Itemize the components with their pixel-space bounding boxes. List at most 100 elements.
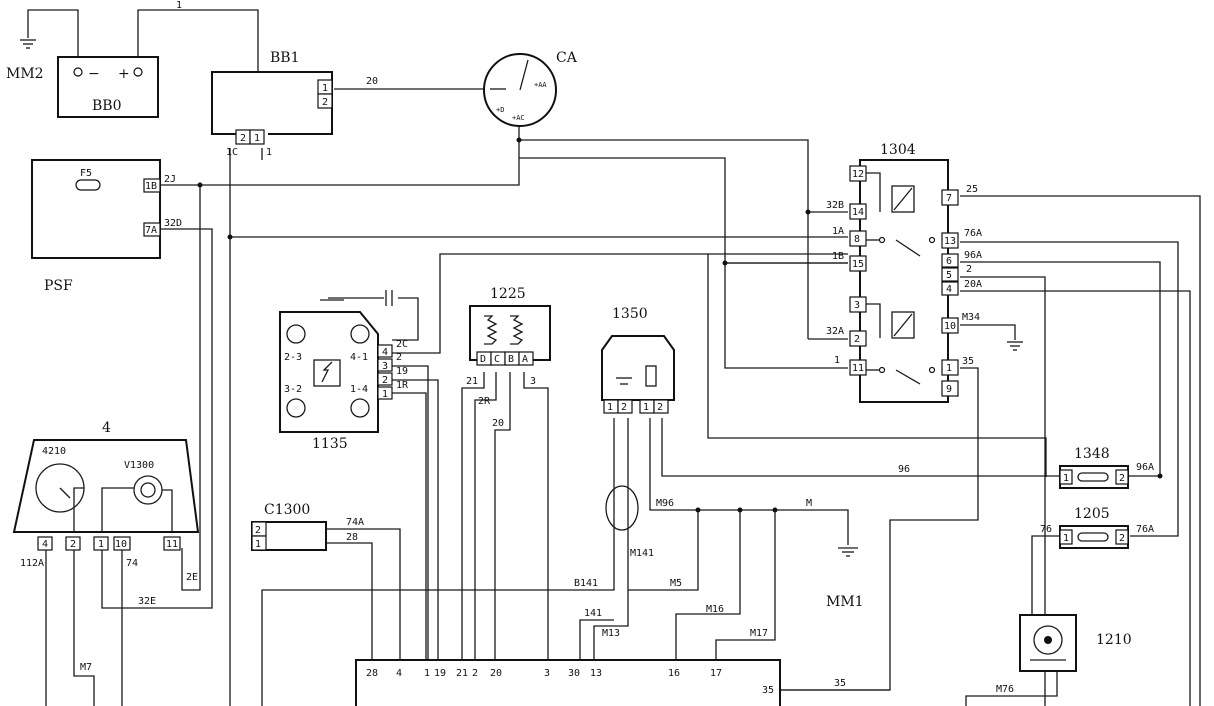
label-components-relay1304-left_pins-4: 3	[854, 300, 860, 311]
label-wires-w20A: 20A	[964, 279, 982, 290]
label-components-bb1-pins-2: 2	[240, 133, 246, 144]
label-wires-w1A: 1A	[832, 226, 844, 237]
label-components-cluster4-gauge: 4210	[42, 446, 66, 457]
label-components-relay1304-right_pins-1: 13	[944, 236, 956, 247]
label-components-c1300-pins-1: 1	[255, 539, 261, 550]
label-wires-w25: 25	[966, 184, 978, 195]
label-components-relay1304-right_pins-6: 1	[946, 363, 952, 374]
label-components-ecu-pins-3: 19	[434, 668, 446, 679]
label-components-cluster4-pins-3: 10	[115, 539, 127, 550]
label-wires-w141: 141	[584, 608, 602, 619]
label-components-relay1304-left_pins-5: 2	[854, 334, 860, 345]
label-components-relay1304-left_pins-2: 8	[854, 234, 860, 245]
label-wires-w21: 21	[466, 376, 478, 387]
ground-m34	[1007, 341, 1023, 351]
label-components-c1135-plugs-2: 3-2	[284, 384, 302, 395]
component-bb1: 1 2 2 1 BB1 1C 1	[211, 50, 333, 158]
label-components-cluster4-pins-1: 2	[70, 539, 76, 550]
label-components-c1300-wires-1: 28	[346, 532, 358, 543]
label-components-c1300-pins-0: 2	[255, 525, 261, 536]
label-components-c1135-pins-2: 2	[382, 375, 388, 386]
component-ca: +AA +D +AC CA	[483, 50, 578, 127]
f1348-label: 1348	[1074, 446, 1110, 462]
label-wires-wM76: M76	[996, 684, 1014, 695]
label-wires-w1: 1	[834, 355, 840, 366]
label-components-r1350-pins-0: 1	[607, 402, 613, 413]
label-wires-w32A: 32A	[826, 326, 844, 337]
label-components-relay1304-left_pins-0: 12	[852, 169, 864, 180]
label-wires-wM17: M17	[750, 628, 768, 639]
label-wires-wM96: M96	[656, 498, 674, 509]
label-wires-wB141: B141	[574, 578, 598, 589]
label-wires-w2E: 2E	[186, 572, 198, 583]
component-1348: 1 2 1348	[1059, 446, 1129, 489]
label-components-ecu-pins-4: 21	[456, 668, 468, 679]
s1210-label: 1210	[1096, 632, 1132, 648]
label-components-r1225-pins-1: C	[494, 354, 500, 365]
label-components-relay1304-left_pins-1: 14	[852, 207, 864, 218]
label-wires-w1B: 1B	[832, 251, 844, 262]
label-components-f1205-pins-0: 1	[1063, 533, 1069, 544]
battery-label: BB0	[92, 98, 121, 114]
label-components-relay1304-left_pins-3: 15	[852, 259, 864, 270]
label-components-f1205-pins-1: 2	[1119, 533, 1125, 544]
component-c1300: 2 1 C1300	[251, 502, 327, 551]
label-components-c1135-pins-1: 3	[382, 361, 388, 372]
label-components-c1135-wires-1: 2	[396, 352, 402, 363]
label-wires-wM141: M141	[630, 548, 654, 559]
component-psf: 1B 7A F5 2J 32D PSF	[31, 159, 182, 294]
label-components-r1225-pins-2: B	[508, 354, 514, 365]
label-components-ca-terms-1: +D	[496, 106, 504, 114]
label-components-relay1304-left_pins-6: 11	[852, 363, 864, 374]
label-components-cluster4-pins-0: 4	[42, 539, 48, 550]
component-1205: 1 2 1205	[1059, 506, 1129, 549]
psf-label: PSF	[44, 278, 73, 294]
component-1225: D C B A 1225	[469, 286, 551, 366]
label-components-ecu-pins-9: 13	[590, 668, 602, 679]
ecu-connector: 28 4 1 19 21 2 20 3 30 13 16 17 35	[355, 659, 781, 706]
label-wires-w2R: 2R	[478, 396, 491, 407]
label-components-c1135-wires-3: 1R	[396, 380, 409, 391]
label-components-r1350-pins-1: 2	[621, 402, 627, 413]
label-components-f1348-pins-0: 1	[1063, 473, 1069, 484]
ground-mm1: MM1	[826, 547, 864, 610]
label-components-r1225-pins-0: D	[480, 354, 486, 365]
label-components-ecu-pins-5: 2	[472, 668, 478, 679]
label-components-cluster4-lamp: V1300	[124, 460, 154, 471]
label-components-c1300-wires-0: 74A	[346, 517, 364, 528]
label-components-psf-wires-0: 2J	[164, 174, 176, 185]
component-1135: 2-3 4-1 3-2 1-4 4 3 2 1 2C 2 19 1R 1135	[279, 290, 409, 452]
label-components-c1135-plugs-3: 1-4	[350, 384, 368, 395]
f1205-label: 1205	[1074, 506, 1110, 522]
cluster-4-label: 4	[102, 420, 111, 436]
label-components-c1135-pins-3: 1	[382, 389, 388, 400]
label-components-c1135-plugs-0: 2-3	[284, 352, 302, 363]
r1350-label: 1350	[612, 306, 648, 322]
label-components-r1350-pins-2: 1	[643, 402, 649, 413]
label-components-c1135-pins-0: 4	[382, 347, 388, 358]
battery-bb0: − + BB0	[57, 56, 159, 118]
label-components-c1135-plugs-1: 4-1	[350, 352, 368, 363]
label-components-psf-fuse: F5	[80, 168, 92, 179]
label-wires-wM7: M7	[80, 662, 92, 673]
label-components-ecu-pins-8: 30	[568, 668, 580, 679]
label-wires-w74: 74	[126, 558, 138, 569]
ground-mm2: MM2	[6, 39, 44, 82]
label-wires-wM5: M5	[670, 578, 682, 589]
label-wires-wM16: M16	[706, 604, 724, 615]
label-wires-wM: M	[806, 498, 812, 509]
label-components-psf-wires-1: 32D	[164, 218, 182, 229]
label-components-f1348-pins-1: 2	[1119, 473, 1125, 484]
label-components-bb1-sub-1: 1	[266, 147, 272, 158]
label-components-relay1304-right_pins-7: 9	[946, 384, 952, 395]
label-wires-w35: 35	[962, 356, 974, 367]
label-wires-w76: 76	[1040, 524, 1052, 535]
label-components-bb1-sub-0: 1C	[226, 147, 238, 158]
label-components-ecu-pins-1: 4	[396, 668, 402, 679]
label-wires-w96: 96	[898, 464, 910, 475]
label-components-r1350-pins-3: 2	[657, 402, 663, 413]
component-1350: 1 2 1 2 1350	[601, 306, 675, 531]
label-components-relay1304-right_pins-4: 4	[946, 284, 952, 295]
r1225-label: 1225	[490, 286, 526, 302]
